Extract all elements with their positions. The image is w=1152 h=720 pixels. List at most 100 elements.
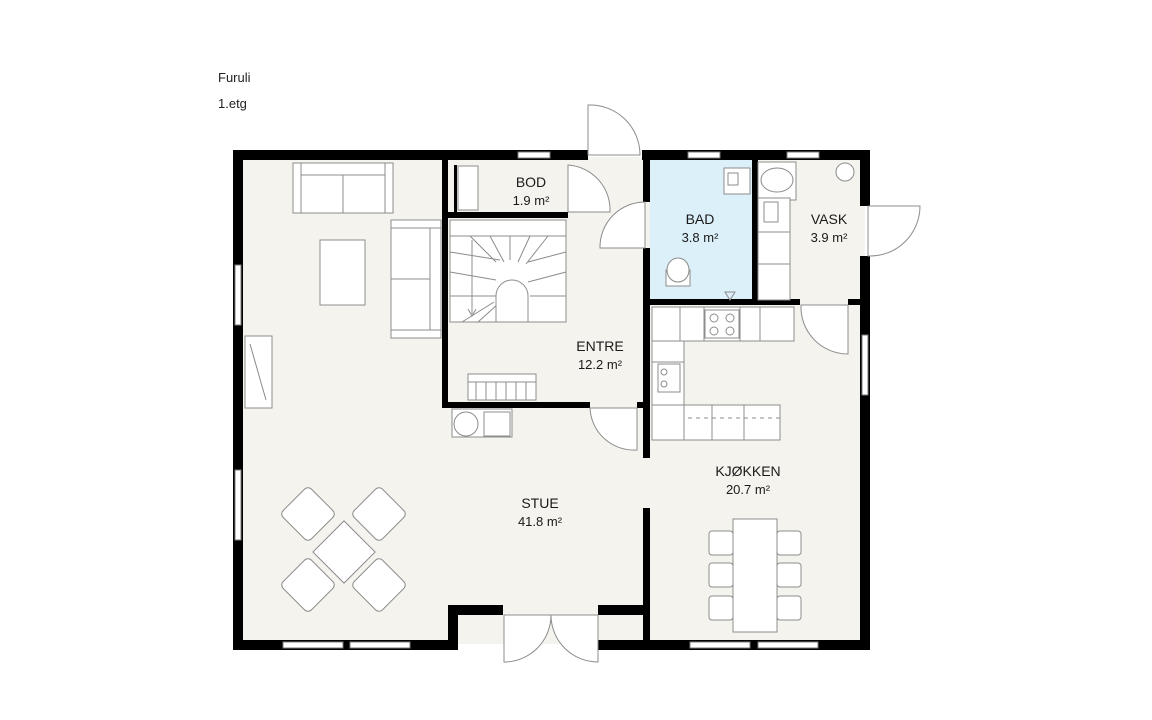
door-vask-exterior	[867, 205, 921, 257]
room-name-vask: VASK	[811, 211, 848, 227]
room-area-bad: 3.8 m²	[682, 230, 720, 245]
room-area-kjokken: 20.7 m²	[726, 482, 771, 497]
wall-bod-inner	[454, 165, 457, 212]
chair-r1	[776, 530, 802, 556]
washer-drum-icon	[760, 167, 794, 193]
wall-notch-left-vertical	[448, 605, 458, 650]
sink-basin-1	[660, 368, 668, 376]
sofa-top-cushions	[300, 163, 386, 213]
coffee-table	[319, 239, 366, 306]
floor-drain-icon	[724, 291, 736, 301]
lounge-chair-4	[352, 558, 406, 612]
window-left-upper	[234, 264, 242, 326]
lounge-chair-3	[281, 558, 335, 612]
vask-drain-icon	[835, 162, 855, 182]
stair-core	[495, 279, 529, 323]
wall-notch-top	[448, 605, 503, 615]
laundry-cabinet-1	[757, 231, 791, 265]
wall-notch-right	[598, 605, 646, 615]
room-area-vask: 3.9 m²	[811, 230, 849, 245]
lounge-chair-1	[281, 487, 335, 541]
window-top-bath	[687, 151, 721, 159]
room-name-bad: BAD	[686, 211, 715, 227]
counter-top-divisions	[679, 307, 761, 341]
living-room-furniture	[244, 162, 513, 438]
wall-kitchen-left-lower	[643, 508, 650, 648]
doors	[503, 104, 921, 663]
kitchen-island	[683, 404, 781, 441]
door-vask-kitchen	[800, 304, 849, 355]
window-left-lower	[234, 469, 242, 541]
window-bottom-stue-2	[349, 641, 411, 649]
room-area-entre: 12.2 m²	[578, 357, 623, 372]
chair-l1	[708, 530, 734, 556]
bod-shelf	[457, 165, 479, 211]
wall-left	[233, 150, 243, 650]
lounge-table	[312, 520, 376, 584]
room-name-stue: STUE	[521, 495, 558, 511]
bathroom-fixtures	[665, 167, 751, 301]
wall-kitchen-left-upper	[643, 158, 650, 202]
window-top-bod	[517, 151, 551, 159]
wall-bath-bottom	[650, 299, 800, 305]
cooktop-icon	[704, 309, 740, 339]
burner-2	[725, 313, 735, 323]
wall-right-lower	[860, 256, 870, 650]
door-front-entrance	[587, 104, 641, 156]
door-terrace-left	[503, 614, 552, 663]
sink-basin-2	[660, 380, 668, 388]
lounge-chair-2	[352, 487, 406, 541]
tv-screen-icon	[249, 343, 267, 401]
laundry-fixtures	[757, 161, 855, 301]
door-entre-stue	[589, 407, 638, 451]
wall-bath-vask	[752, 158, 758, 303]
wall-entre-left	[442, 158, 448, 408]
counter-left-divisions	[652, 361, 684, 406]
bench-slats	[468, 381, 536, 400]
chair-l3	[708, 595, 734, 621]
overhead-cabinet-dashes	[683, 342, 780, 419]
sofa-side-cushions	[391, 227, 441, 331]
kitchen-fixtures	[651, 306, 795, 441]
staircase	[449, 219, 567, 323]
door-terrace-right	[550, 614, 599, 663]
dining-table	[732, 518, 778, 633]
bench	[467, 373, 537, 401]
wall-entre-door-jamb	[637, 402, 650, 408]
burner-4	[725, 326, 735, 336]
room-name-kjokken: KJØKKEN	[715, 463, 780, 479]
laundry-sink-basin	[763, 201, 779, 223]
wall-vask-bottom	[848, 299, 862, 305]
lounge-set	[281, 487, 406, 612]
window-top-vask	[786, 151, 820, 159]
window-bottom-kitchen-1	[689, 641, 751, 649]
bath-sink	[727, 172, 739, 186]
chair-l2	[708, 562, 734, 588]
window-bottom-kitchen-2	[757, 641, 819, 649]
wall-bod-bottom	[448, 212, 568, 218]
burner-3	[709, 326, 719, 336]
burner-1	[709, 313, 719, 323]
room-name-entre: ENTRE	[576, 338, 623, 354]
room-area-bod: 1.9 m²	[513, 193, 551, 208]
wall-top-left	[233, 150, 588, 160]
dining-set	[708, 518, 802, 633]
room-labels: BOD 1.9 m² BAD 3.8 m² VASK 3.9 m² ENTRE …	[513, 174, 849, 529]
interior-walls	[442, 158, 862, 648]
laundry-cabinet-2	[757, 263, 791, 301]
kitchen-sink	[657, 363, 681, 393]
window-right-kitchen	[861, 334, 869, 396]
floor-label: 1.etg	[218, 96, 247, 111]
entre-bench	[467, 373, 537, 401]
chair-r3	[776, 595, 802, 621]
island-divisions	[711, 405, 745, 440]
wall-entre-bottom	[442, 402, 590, 408]
wall-right-upper	[860, 150, 870, 206]
windows	[234, 151, 869, 649]
chair-r2	[776, 562, 802, 588]
room-name-bod: BOD	[516, 174, 546, 190]
wall-kitchen-left-mid	[643, 248, 650, 458]
window-bottom-stue-1	[282, 641, 344, 649]
door-bod	[567, 164, 611, 213]
room-area-stue: 41.8 m²	[518, 514, 563, 529]
